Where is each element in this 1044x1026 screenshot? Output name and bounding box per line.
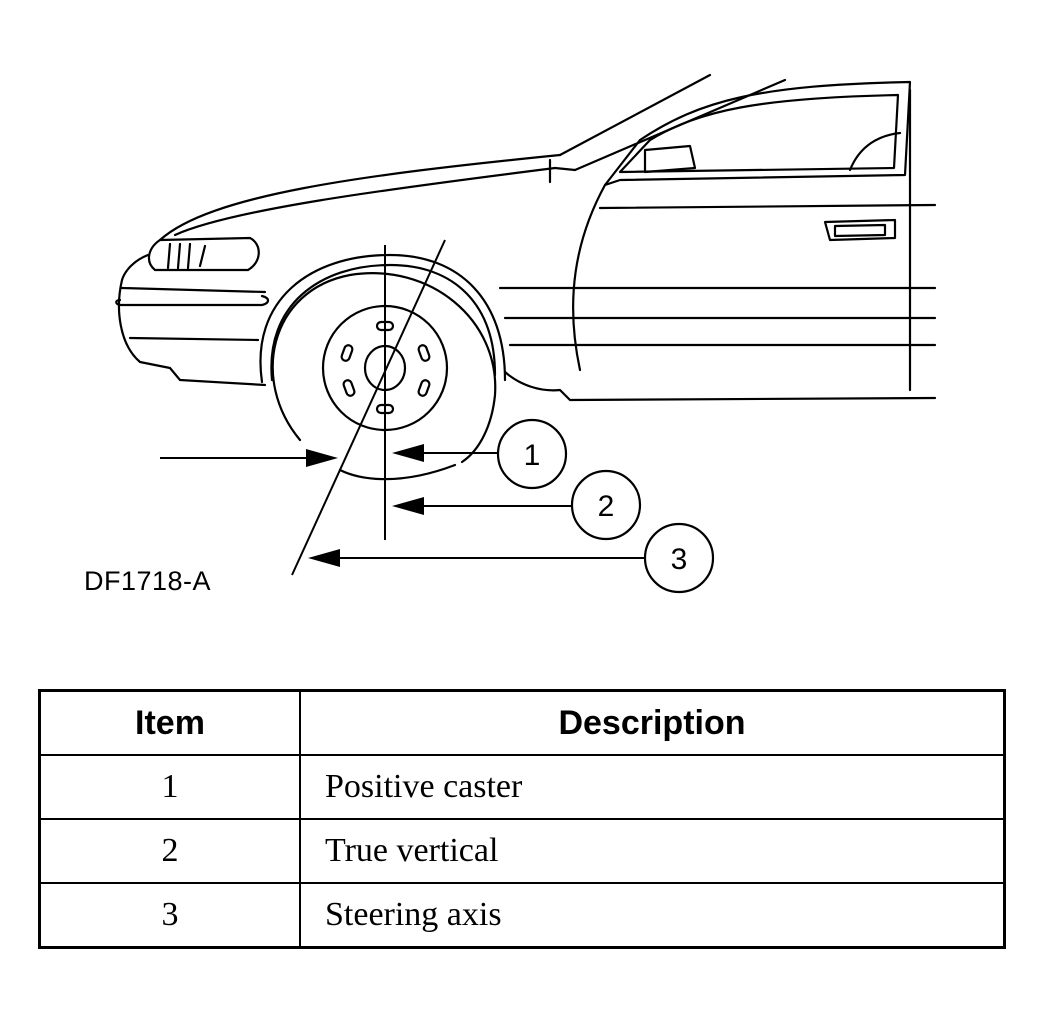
legend-header-description: Description [299,689,1006,756]
legend-item-number: 1 [38,754,301,820]
steering-axis-line [291,239,446,576]
callout-3-arrowhead [308,549,340,567]
callout-1-circle [496,418,568,490]
table-row: 1 Positive caster [38,754,1006,820]
caster-reference-arrowhead [306,449,338,467]
body-belt-line [598,203,937,210]
callout-3-number: 3 [671,543,688,576]
callout-1-number: 1 [524,439,541,472]
table-row: 3 Steering axis [38,882,1006,949]
front-bumper [117,253,267,387]
callout-2-circle [570,469,642,541]
rocker-panel [503,370,937,402]
legend-item-description: Steering axis [299,882,1006,949]
legend-item-description: True vertical [299,818,1006,884]
callout-2-number: 2 [598,490,615,523]
legend-item-number: 3 [38,882,301,949]
table-row: 2 True vertical [38,818,1006,884]
legend-header-item: Item [38,689,301,756]
hood-inner-line [173,166,557,237]
figure-id-label: DF1718-A [84,566,212,596]
tire-outline [271,272,497,464]
legend-table: Item Description 1 Positive caster 2 Tru… [38,689,1006,949]
callout-1-arrowhead [392,444,424,462]
wheel-arch [259,253,507,384]
legend-header-row: Item Description [38,689,1006,756]
callout-2-arrowhead [392,497,424,515]
caster-angle-diagram: 1 2 3 [115,73,937,594]
door-handle [823,218,897,242]
windshield-outline [558,73,712,157]
headlight [147,236,260,272]
side-mirror [643,144,697,174]
legend-item-number: 2 [38,818,301,884]
callout-3-circle [643,522,715,594]
door-front-edge [572,183,607,372]
hood-outline [158,153,562,242]
legend-item-description: Positive caster [299,754,1006,820]
door-window-glass [618,93,900,174]
door-window-frame [603,80,912,187]
